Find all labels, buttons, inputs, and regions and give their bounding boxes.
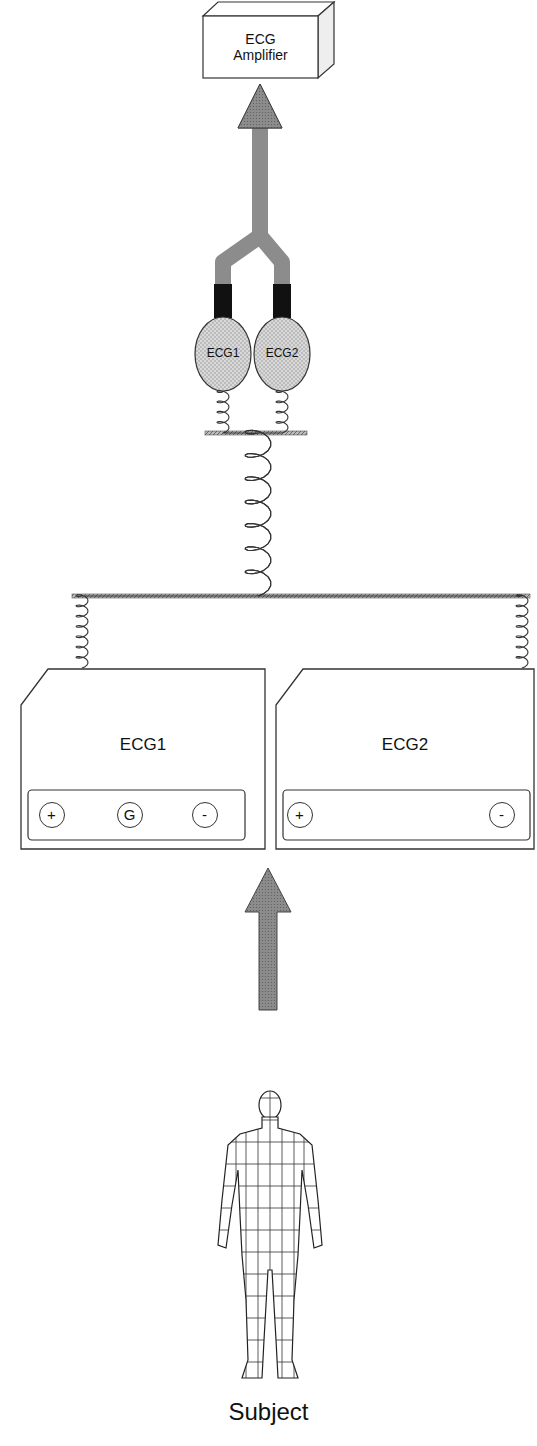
amplifier-box: ECG Amplifier <box>200 0 337 80</box>
terminal-label: + <box>47 806 56 823</box>
terminal-label: + <box>295 806 304 823</box>
terminal-label: - <box>499 806 504 823</box>
ecg-module: ECG1 + G - <box>20 668 266 850</box>
terminal-label: G <box>124 806 136 823</box>
node-label: ECG Amplifier <box>225 31 297 63</box>
human-figure <box>210 1090 330 1380</box>
coiled-cable <box>245 391 528 668</box>
arrowhead <box>238 84 282 128</box>
arrowhead <box>238 84 282 128</box>
electrode-plug-outline <box>194 284 252 392</box>
node-label: ECG2 <box>266 347 299 361</box>
terminal-circle: - <box>489 802 515 828</box>
ecg-module: ECG2 + - <box>275 668 535 850</box>
electrode-plug-outline <box>253 284 311 392</box>
coiled-cable <box>76 391 271 668</box>
terminal-circle: + <box>287 802 313 828</box>
subject-label: Subject <box>0 1398 537 1426</box>
terminal-circle: + <box>39 802 65 828</box>
node-label: ECG1 <box>207 347 240 361</box>
terminal-label: - <box>202 806 207 823</box>
electrode-plug: ECG1 <box>194 284 252 392</box>
electrode-plug: ECG2 <box>253 284 311 392</box>
terminal-circle: G <box>117 802 143 828</box>
node-label: ECG2 <box>382 735 428 755</box>
signal-arrow <box>260 126 282 284</box>
signal-arrow <box>245 868 291 1010</box>
terminal-circle: - <box>192 802 218 828</box>
node-label: ECG1 <box>120 735 166 755</box>
